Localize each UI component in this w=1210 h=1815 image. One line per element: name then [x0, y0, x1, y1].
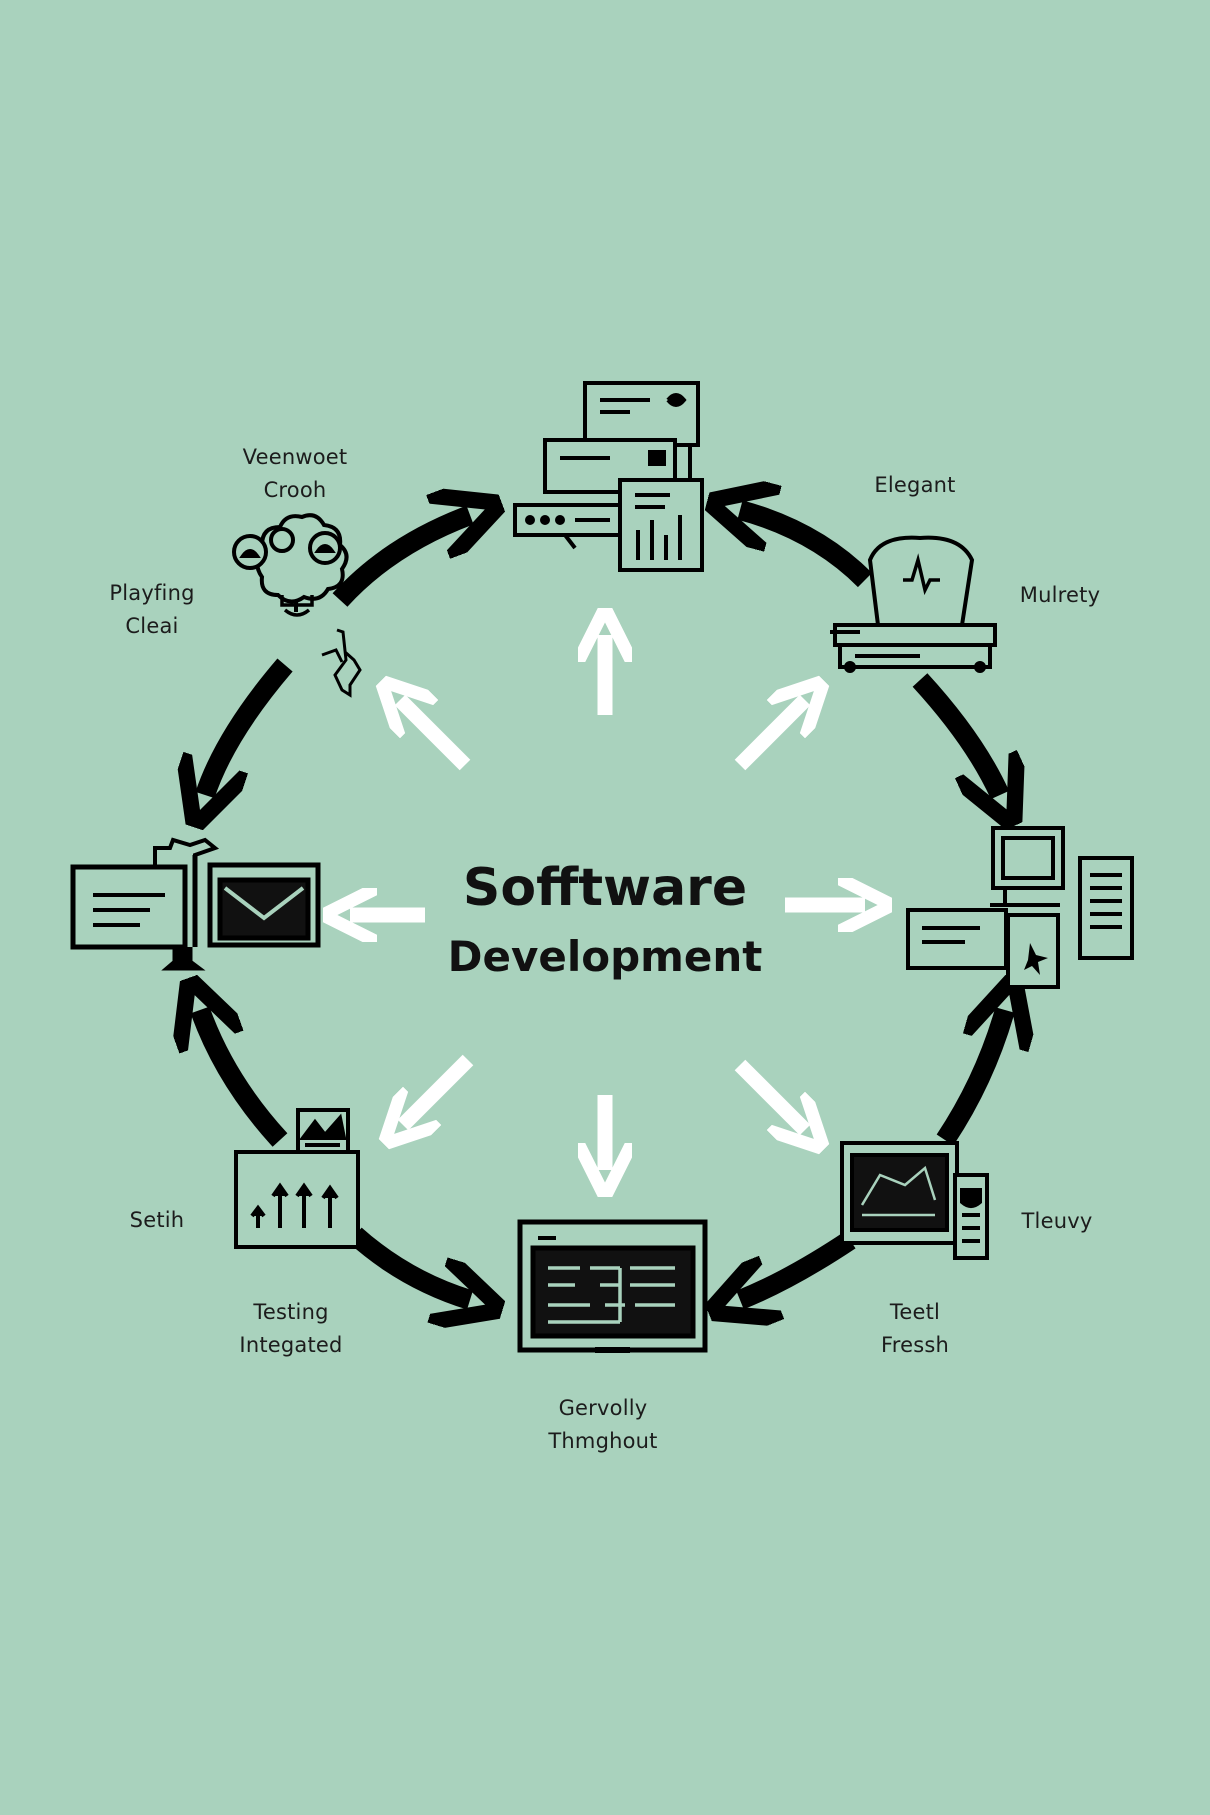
label-bottom-right: Teetl Fressh — [881, 1296, 949, 1362]
monitor-chart-icon — [840, 1141, 989, 1260]
chart-folder-icon — [234, 1108, 360, 1249]
outer-arrow-top-right — [740, 510, 873, 588]
inner-arrow-up-right — [734, 700, 805, 771]
code-monitor-icon — [517, 1219, 708, 1353]
label-left-lower-line1: Setih — [129, 1208, 185, 1232]
label-right-lower-line1: Tleuvy — [1021, 1209, 1093, 1233]
outer-arrow-right-upper — [912, 673, 1000, 795]
desktop-computer-icon — [906, 826, 1134, 989]
label-top-right-a: Elegant — [874, 469, 955, 502]
inner-arrow-down-left — [403, 1054, 474, 1125]
label-left-upper: Playfing Cleai — [109, 577, 194, 643]
outer-arrow-top-left — [332, 515, 470, 607]
outer-arrow-bottom-left — [348, 1227, 470, 1300]
label-left-lower: Setih — [130, 1204, 185, 1237]
scale-device-icon — [830, 535, 997, 673]
label-top-right-a-line1: Elegant — [874, 473, 956, 497]
inner-arrow-up-left — [400, 700, 471, 771]
label-right-lower: Tleuvy — [1022, 1205, 1093, 1238]
outer-arrow-left-upper — [205, 658, 293, 795]
outer-arrow-left-lower — [200, 1010, 288, 1147]
diagram-title-line2: Development — [447, 932, 763, 981]
label-right-upper: Mulrety — [1020, 579, 1100, 612]
email-monitor-icon — [70, 837, 321, 971]
stacked-windows-icon — [513, 381, 704, 572]
label-bottom-center: Gervolly Thmghout — [548, 1392, 657, 1458]
label-right-upper-line1: Mulrety — [1019, 583, 1101, 607]
label-bottom-left: Testing Integated — [239, 1296, 342, 1362]
label-bottom-center-line1: Gervolly — [558, 1396, 648, 1420]
label-bottom-left-line1: Testing — [253, 1300, 329, 1324]
diagram-title-line1: Sofftware — [462, 858, 748, 918]
cloud-network-icon — [232, 513, 362, 698]
label-bottom-left-line2: Integated — [239, 1333, 343, 1357]
label-top-left-a-line2: Crooh — [263, 478, 327, 502]
label-left-upper-line1: Playfing — [109, 581, 195, 605]
label-bottom-center-line2: Thmghout — [548, 1429, 658, 1453]
label-bottom-right-line2: Fressh — [880, 1333, 950, 1357]
label-left-upper-line2: Cleai — [125, 614, 179, 638]
label-bottom-right-line1: Teetl — [889, 1300, 941, 1324]
outer-arrow-bottom-right — [740, 1231, 856, 1300]
inner-arrow-down-right — [734, 1059, 805, 1130]
label-top-left-a: Veenwoet Crooh — [243, 441, 348, 507]
outer-arrow-right-lower — [936, 1010, 1005, 1146]
label-top-left-a-line1: Veenwoet — [242, 445, 348, 469]
